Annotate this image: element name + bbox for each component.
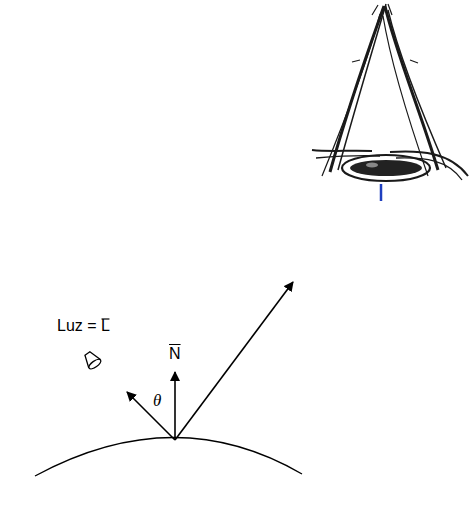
eye-drawing [312,4,468,181]
light-vector [127,392,175,440]
normal-label: N [169,344,181,363]
surface-curve [35,437,302,476]
angle-label: θ [153,391,161,411]
blue-mark [380,184,383,201]
light-icon [82,349,103,370]
normal-vector [174,372,176,440]
view-vector [175,282,293,440]
light-label: Luz = L [57,316,110,335]
